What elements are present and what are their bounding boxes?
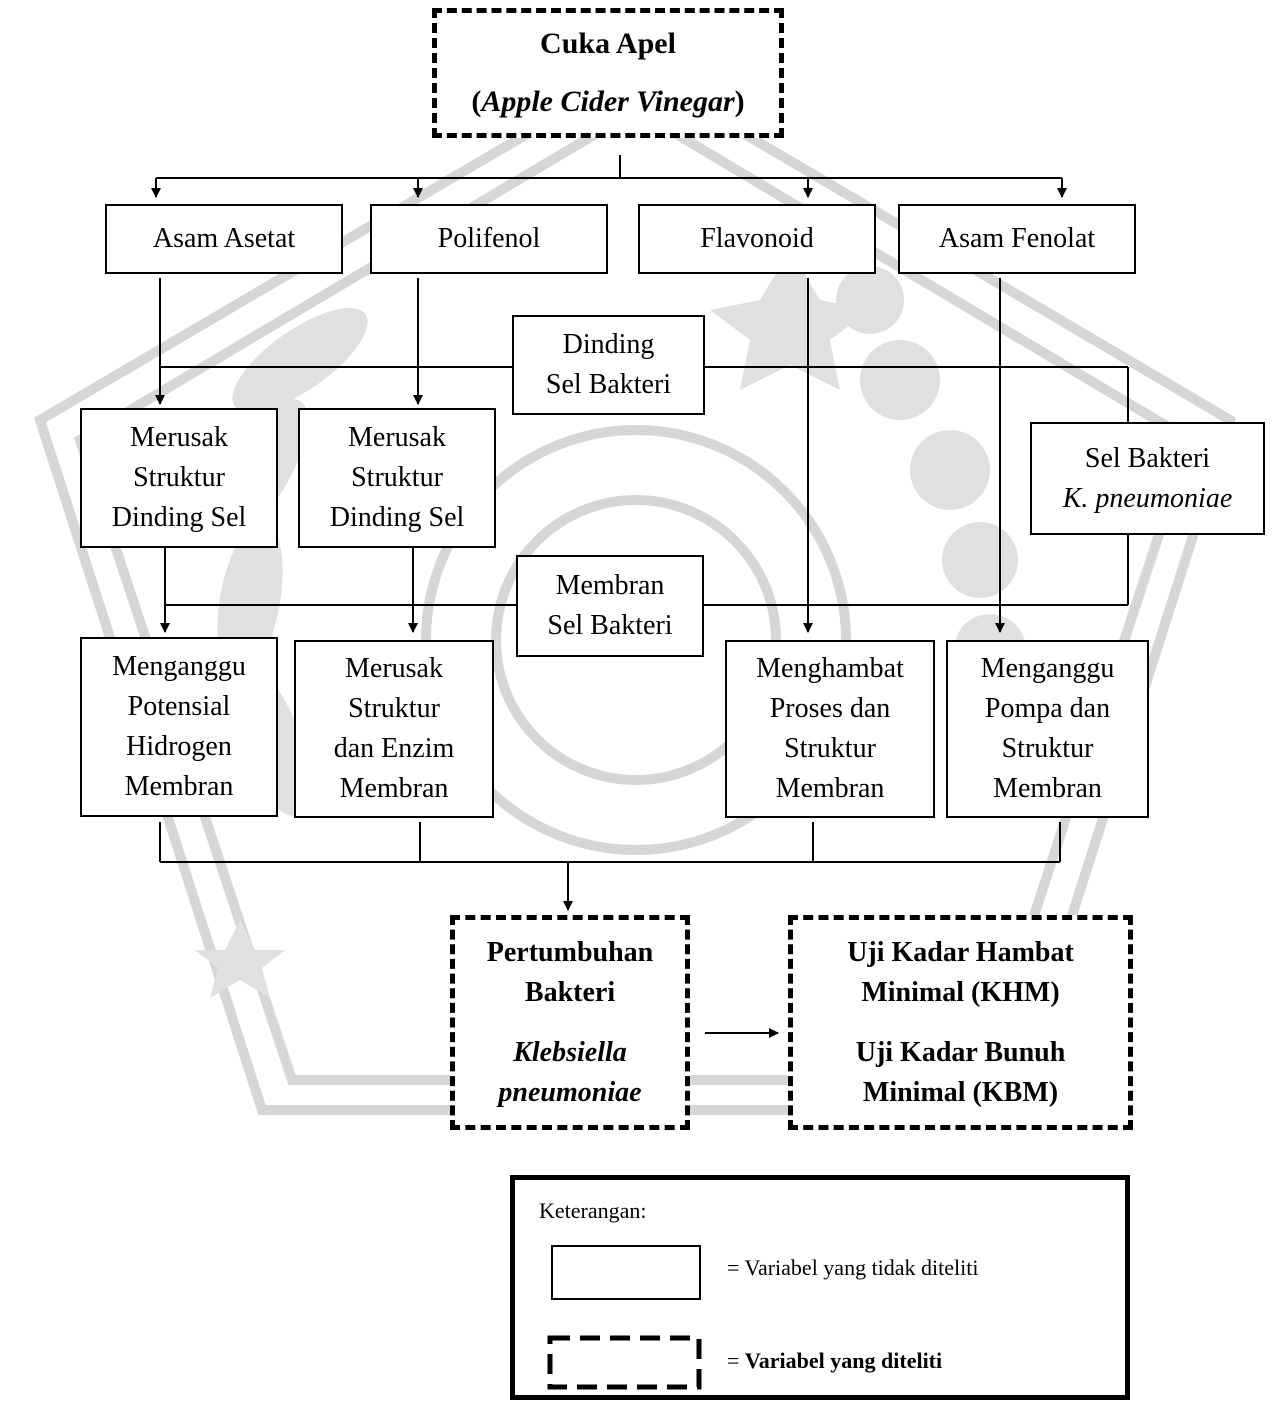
khm-line1: Uji Kadar Hambat	[847, 936, 1074, 968]
growth-line3: Klebsiella	[513, 1036, 627, 1068]
membrane-effect-box-2: Merusak Struktur dan Enzim Membran	[294, 640, 494, 818]
cell-membrane-line2: Sel Bakteri	[547, 610, 673, 641]
kbm-line2: Minimal (KBM)	[862, 1076, 1059, 1108]
khm-line2: Minimal (KHM)	[861, 976, 1060, 1008]
source-subtitle: (Apple Cider Vinegar)	[471, 85, 745, 118]
source-title: Cuka Apel	[540, 27, 676, 60]
tests-box: Uji Kadar Hambat Minimal (KHM) Uji Kadar…	[788, 915, 1133, 1130]
cell-wall-line2: Sel Bakteri	[545, 369, 672, 400]
growth-line1: Pertumbuhan	[486, 936, 654, 968]
legend-title: Keterangan:	[539, 1198, 647, 1223]
compound-asam-fenolat: Asam Fenolat	[898, 204, 1136, 274]
legend-solid-swatch	[551, 1245, 701, 1300]
wall-effect-box-1: Merusak Struktur Dinding Sel	[80, 408, 278, 548]
compound-label: Asam Fenolat	[938, 223, 1096, 254]
legend-not-studied: = Variabel yang tidak diteliti	[727, 1255, 979, 1280]
compound-asam-asetat: Asam Asetat	[105, 204, 343, 274]
compound-flavonoid: Flavonoid	[638, 204, 876, 274]
compound-label: Asam Asetat	[152, 223, 296, 254]
compound-polifenol: Polifenol	[370, 204, 608, 274]
legend-studied: = Variabel yang diteliti	[727, 1348, 943, 1373]
bacteria-cell-line2: K. pneumoniae	[1062, 482, 1233, 514]
bacteria-cell-line1: Sel Bakteri	[1084, 442, 1211, 474]
legend: Keterangan: = Variabel yang tidak diteli…	[510, 1175, 1130, 1400]
growth-line4: pneumoniae	[498, 1076, 642, 1108]
source-box: Cuka Apel (Apple Cider Vinegar)	[432, 8, 784, 138]
kbm-line1: Uji Kadar Bunuh	[855, 1036, 1066, 1068]
growth-box: Pertumbuhan Bakteri Klebsiella pneumonia…	[450, 915, 690, 1130]
membrane-effect-box-4: Menganggu Pompa dan Struktur Membran	[946, 640, 1149, 818]
membrane-effect-box-3: Menghambat Proses dan Struktur Membran	[725, 640, 935, 818]
cell-wall-line1: Dinding	[562, 329, 655, 360]
compound-label: Polifenol	[437, 223, 541, 254]
growth-line2: Bakteri	[524, 976, 616, 1008]
bacteria-cell-box: Sel Bakteri K. pneumoniae	[1030, 422, 1265, 535]
compound-label: Flavonoid	[700, 223, 814, 254]
cell-wall-box: Dinding Sel Bakteri	[512, 315, 705, 415]
cell-membrane-line1: Membran	[555, 570, 665, 601]
legend-dashed-swatch	[547, 1335, 702, 1390]
cell-membrane-box: Membran Sel Bakteri	[516, 555, 704, 657]
wall-effect-box-2: Merusak Struktur Dinding Sel	[298, 408, 496, 548]
membrane-effect-box-1: Menganggu Potensial Hidrogen Membran	[80, 637, 278, 817]
